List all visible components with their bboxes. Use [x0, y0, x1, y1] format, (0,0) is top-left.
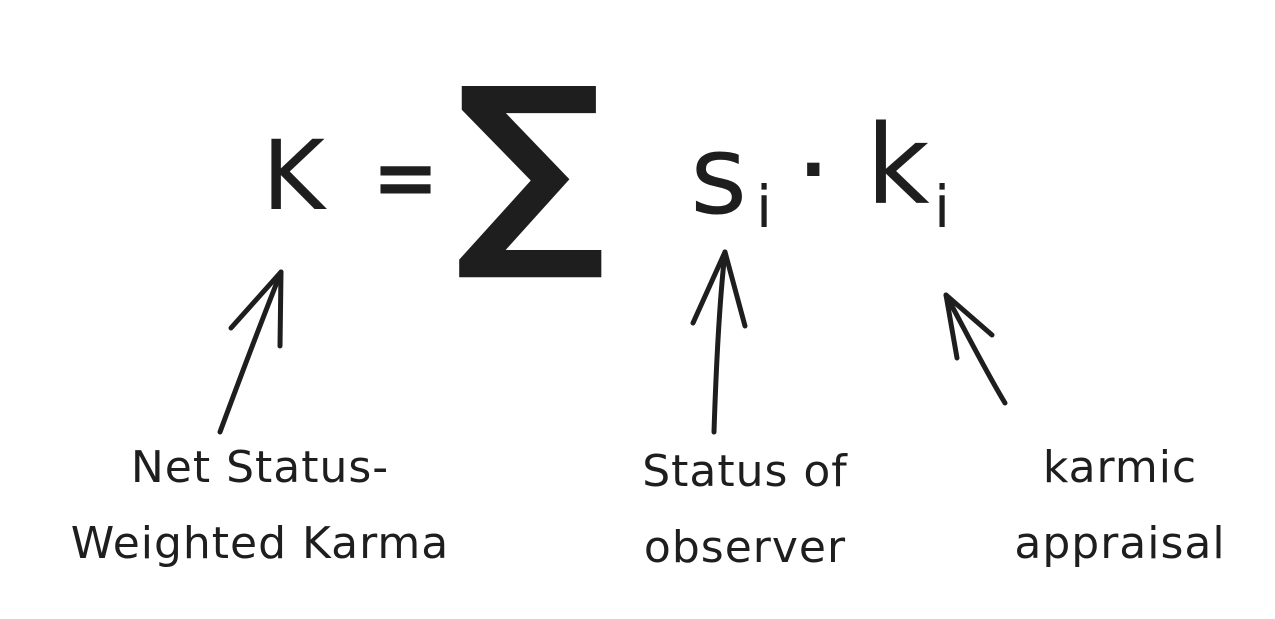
annotation-karmic-appraisal: karmic appraisal [985, 430, 1255, 582]
annotation-status-of-observer: Status of observer [580, 434, 910, 586]
formula-term-s: s [690, 111, 748, 239]
arrow-to-k-icon [217, 269, 284, 435]
annotation-net-status-weighted-karma: Net Status- Weighted Karma [10, 430, 510, 582]
arrow-to-k-subscript-icon [943, 292, 1008, 406]
formula-multiply-dot: · [800, 129, 827, 211]
annotation-line: Weighted Karma [70, 518, 450, 569]
annotation-line: karmic [1042, 442, 1198, 493]
formula-term-k-subscript: i [934, 173, 951, 241]
formula-sum-symbol: ∑ [455, 42, 606, 287]
formula-term-s-subscript: i [756, 173, 773, 241]
formula-lhs-k: K [262, 120, 325, 232]
annotation-line: observer [643, 522, 847, 573]
annotation-line: Status of [642, 446, 848, 497]
annotation-line: Net Status- [130, 442, 390, 493]
annotation-line: appraisal [1014, 518, 1226, 569]
arrow-to-s-icon [690, 249, 748, 435]
formula-equals: = [372, 131, 440, 224]
formula-term-k: k [866, 101, 930, 229]
